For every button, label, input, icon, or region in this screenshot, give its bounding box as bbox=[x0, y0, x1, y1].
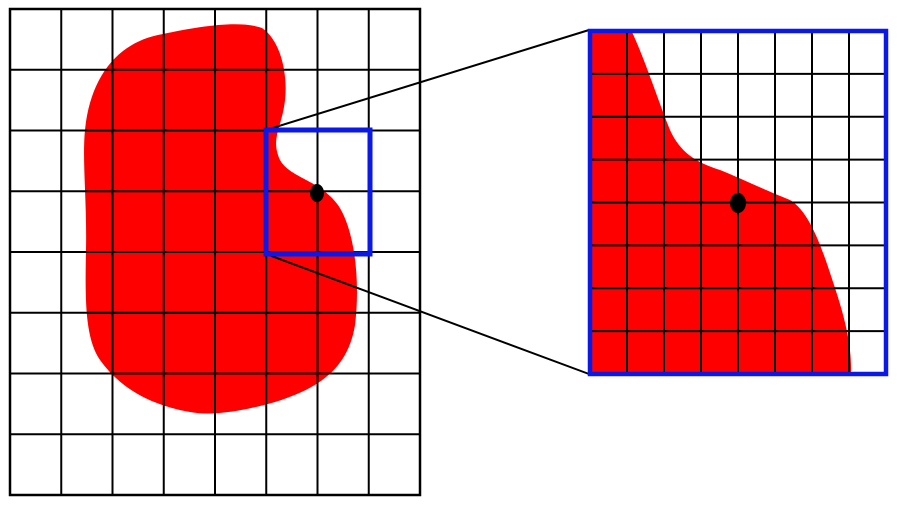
left-grid bbox=[10, 9, 420, 495]
selection-box bbox=[263, 127, 373, 257]
connector-line-bottom bbox=[265, 253, 590, 375]
left-panel bbox=[8, 7, 422, 497]
connector-line-top bbox=[265, 29, 590, 131]
red-region bbox=[84, 24, 357, 414]
zoom-frame bbox=[587, 28, 889, 377]
zoomed-sample-point bbox=[730, 193, 746, 213]
left-grid-border bbox=[8, 7, 422, 497]
sample-point bbox=[310, 184, 324, 202]
zoom-grid bbox=[590, 31, 886, 374]
zoom-panel bbox=[587, 28, 889, 377]
